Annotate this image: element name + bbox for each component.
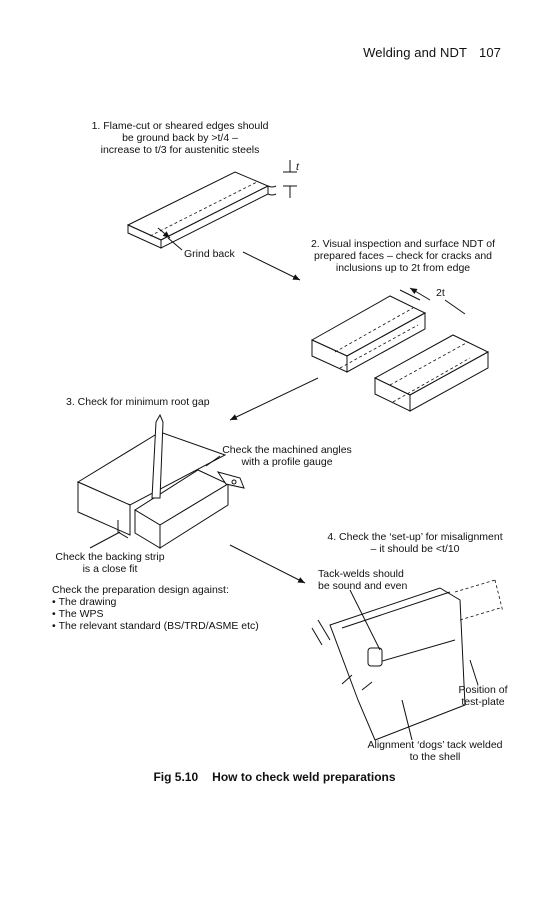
flow-arrow-2 <box>229 377 319 421</box>
running-header: Welding and NDT 107 <box>363 45 501 60</box>
flow-arrow-3 <box>229 544 306 584</box>
backing-strip-label: Check the backing strip is a close fit <box>48 551 172 575</box>
tack-welds-label: Tack-welds should be sound and even <box>318 568 407 592</box>
check-design-block: Check the preparation design against: Th… <box>52 584 282 632</box>
thickness-label: t <box>296 161 299 173</box>
backing-strip-line-2: is a close fit <box>82 563 138 575</box>
two-t-label: 2t <box>436 287 445 299</box>
step-1-line-1: 1. Flame-cut or sheared edges should <box>91 120 269 132</box>
alignment-dogs-line-2: to the shell <box>409 751 461 763</box>
flow-arrow-1 <box>242 251 301 281</box>
step-1-line-3: increase to t/3 for austenitic steels <box>100 144 260 156</box>
test-plate-label: Position of test-plate <box>448 684 518 708</box>
page-number: 107 <box>479 45 501 60</box>
step-4-line-2: – it should be <t/10 <box>370 543 460 555</box>
step-4-text: 4. Check the ‘set-up’ for misalignment –… <box>320 531 510 555</box>
plate-grind-back-drawing <box>126 160 297 249</box>
machined-angles-line-1: Check the machined angles <box>222 444 352 456</box>
step-1-text: 1. Flame-cut or sheared edges should be … <box>80 120 280 156</box>
tack-welds-line-1: Tack-welds should <box>318 568 404 580</box>
figure-title: How to check weld preparations <box>212 770 396 784</box>
step-2-line-3: inclusions up to 2t from edge <box>335 262 471 274</box>
step-2-line-2: prepared faces – check for cracks and <box>313 250 492 262</box>
check-design-heading: Check the preparation design against: <box>52 584 229 596</box>
test-plate-line-1: Position of <box>458 684 508 696</box>
step-1-line-2: be ground back by >t/4 – <box>122 132 238 144</box>
shell-setup-drawing <box>311 579 504 741</box>
test-plate-line-2: test-plate <box>461 696 505 708</box>
root-gap-assembly-drawing <box>76 413 245 549</box>
step-2-text: 2. Visual inspection and surface NDT of … <box>303 238 503 274</box>
check-design-list: The drawing The WPS The relevant standar… <box>52 596 282 632</box>
plates-visual-inspection-drawing <box>310 287 490 412</box>
alignment-dogs-label: Alignment ‘dogs’ tack welded to the shel… <box>360 739 510 763</box>
machined-angles-label: Check the machined angles with a profile… <box>222 444 352 468</box>
step-3-text: 3. Check for minimum root gap <box>66 396 210 408</box>
grind-back-label: Grind back <box>184 248 235 260</box>
leader-lines <box>89 237 479 741</box>
step-2-line-1: 2. Visual inspection and surface NDT of <box>310 238 496 250</box>
step-4-line-1: 4. Check the ‘set-up’ for misalignment <box>327 531 503 543</box>
check-design-item: The drawing <box>52 596 282 608</box>
alignment-dogs-line-1: Alignment ‘dogs’ tack welded <box>367 739 503 751</box>
check-design-item: The relevant standard (BS/TRD/ASME etc) <box>52 620 282 632</box>
check-design-item: The WPS <box>52 608 282 620</box>
figure-caption: Fig 5.10 How to check weld preparations <box>0 770 549 784</box>
machined-angles-line-2: with a profile gauge <box>241 456 333 468</box>
backing-strip-line-1: Check the backing strip <box>55 551 165 563</box>
figure-number: Fig 5.10 <box>153 770 199 784</box>
tack-welds-line-2: be sound and even <box>318 580 408 592</box>
header-title: Welding and NDT <box>363 45 467 60</box>
